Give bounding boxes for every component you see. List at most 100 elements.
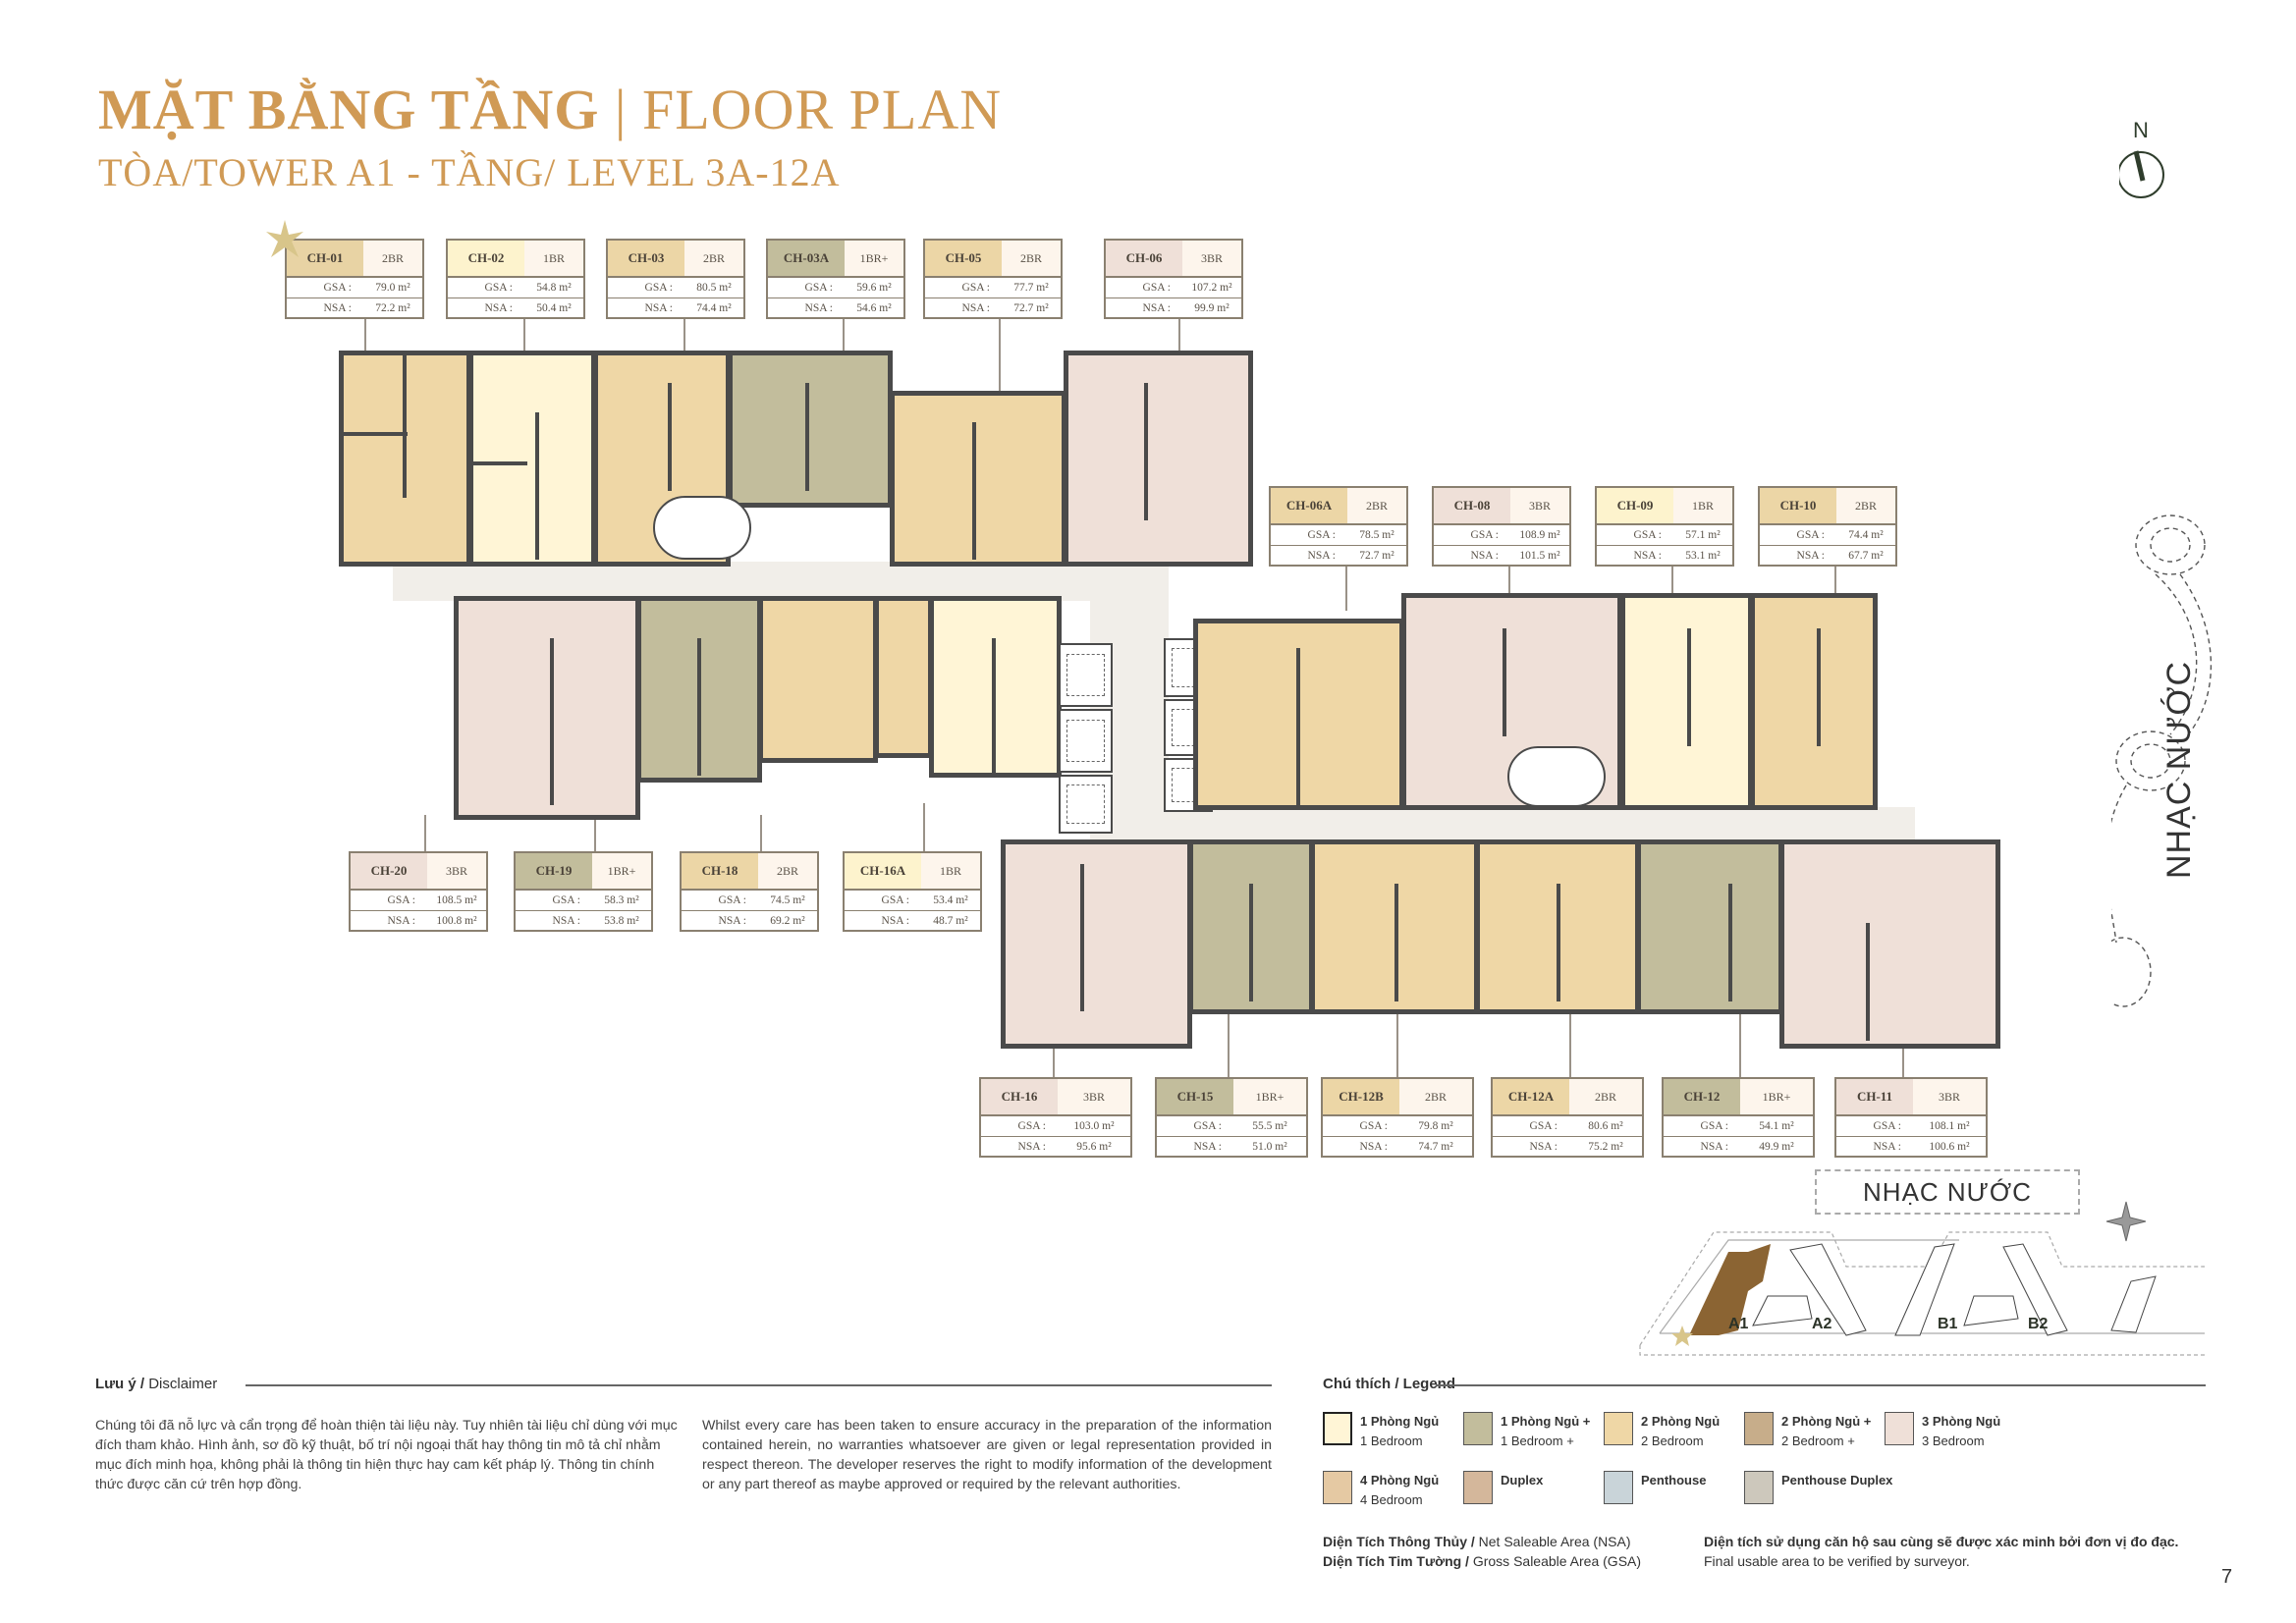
gsa-value: 79.8 m² (1418, 1120, 1453, 1132)
unit-ch-20[interactable] (454, 596, 640, 820)
legend-item-penthouse-duplex: Penthouse Duplex (1744, 1471, 1892, 1504)
unit-type: 1BR+ (845, 241, 903, 276)
unit-ch-16a[interactable] (929, 596, 1062, 778)
north-compass: N (2117, 110, 2178, 198)
unit-type: 1BR+ (1233, 1079, 1306, 1114)
unit-ch-19[interactable] (636, 596, 762, 783)
unit-ch-15[interactable] (1188, 839, 1314, 1014)
gsa-label: GSA : (1529, 1120, 1558, 1132)
nsa-value: 72.7 m² (1013, 302, 1049, 314)
nsa-value: 50.4 m² (536, 302, 572, 314)
nsa-label: NSA : (1307, 550, 1336, 562)
page-subtitle: TÒA/TOWER A1 - TẦNG/ LEVEL 3A-12A (98, 150, 841, 194)
legend-swatch (1885, 1412, 1914, 1445)
unit-ch-18-a[interactable] (758, 596, 878, 763)
nsa-label: NSA : (1700, 1141, 1728, 1153)
gsa-label: GSA : (484, 282, 513, 294)
gsa-value: 74.5 m² (770, 894, 805, 906)
unit-code: CH-12B (1323, 1079, 1399, 1114)
unit-ch-09[interactable] (1620, 593, 1753, 810)
unit-ch-18-b[interactable] (874, 596, 933, 758)
nsa-label: NSA : (1873, 1141, 1901, 1153)
nsa-label: NSA : (644, 302, 673, 314)
unit-type: 1BR+ (592, 853, 651, 889)
tower-a1-highlight (1689, 1244, 1771, 1335)
legend-swatch (1323, 1471, 1352, 1504)
nsa-label: NSA : (1193, 1141, 1222, 1153)
legend-item-2br-plus: 2 Phòng Ngủ +2 Bedroom + (1744, 1412, 1871, 1451)
nsa-footnote: Diện Tích Thông Thủy / Net Saleable Area… (1323, 1534, 1631, 1549)
nsa-value: 72.2 m² (375, 302, 410, 314)
unit-ch-12[interactable] (1636, 839, 1783, 1014)
elevator (1059, 775, 1113, 834)
water-music-label-box: NHẠC NƯỚC (1815, 1169, 2080, 1215)
nsa-label: NSA : (552, 915, 580, 927)
gsa-label: GSA : (1470, 529, 1499, 541)
unit-type: 2BR (363, 241, 422, 276)
leader-line (424, 815, 426, 851)
unit-code: CH-16A (845, 853, 921, 889)
nsa-value: 67.7 m² (1848, 550, 1884, 562)
gsa-value: 55.5 m² (1252, 1120, 1287, 1132)
legend-swatch (1463, 1471, 1493, 1504)
unit-ch-16[interactable] (1001, 839, 1192, 1049)
nsa-label: NSA : (1470, 550, 1499, 562)
unit-ch-06[interactable] (1064, 351, 1253, 567)
leader-line (1228, 1014, 1230, 1077)
gsa-label: GSA : (1633, 529, 1662, 541)
gsa-label: GSA : (1193, 1120, 1222, 1132)
nsa-value: 69.2 m² (770, 915, 805, 927)
leader-line (364, 319, 366, 352)
nsa-label: NSA : (1796, 550, 1825, 562)
unit-ch-02[interactable] (468, 351, 596, 567)
gsa-value: 59.6 m² (856, 282, 892, 294)
title-separator: | (614, 78, 628, 141)
unit-ch-06a[interactable] (1193, 619, 1404, 810)
site-compass-icon (2105, 1201, 2147, 1242)
staircase (653, 496, 751, 560)
unit-ch-11[interactable] (1779, 839, 2000, 1049)
unit-ch-03[interactable] (593, 351, 731, 567)
unit-type: 1BR+ (1740, 1079, 1813, 1114)
svg-text:B2: B2 (2028, 1316, 2049, 1332)
unit-ch-08[interactable] (1401, 593, 1622, 810)
unit-ch-03a[interactable] (728, 351, 893, 508)
gsa-value: 53.4 m² (933, 894, 968, 906)
star-icon (1671, 1325, 1693, 1346)
unit-code: CH-12A (1493, 1079, 1569, 1114)
unit-type: 2BR (1347, 488, 1406, 523)
unit-ch-10[interactable] (1750, 593, 1878, 810)
svg-text:A2: A2 (1812, 1316, 1832, 1332)
legend-title: Chú thích / Legend (1323, 1376, 1456, 1392)
elevator (1059, 709, 1113, 773)
unit-type: 3BR (427, 853, 486, 889)
legend-item-penthouse: Penthouse (1604, 1471, 1706, 1504)
unit-ch-12b[interactable] (1310, 839, 1479, 1014)
unit-ch-12a[interactable] (1475, 839, 1640, 1014)
leader-line (760, 815, 762, 851)
unit-ch-05[interactable] (890, 391, 1066, 567)
unit-ch-01[interactable] (339, 351, 471, 567)
gsa-value: 108.5 m² (436, 894, 477, 906)
